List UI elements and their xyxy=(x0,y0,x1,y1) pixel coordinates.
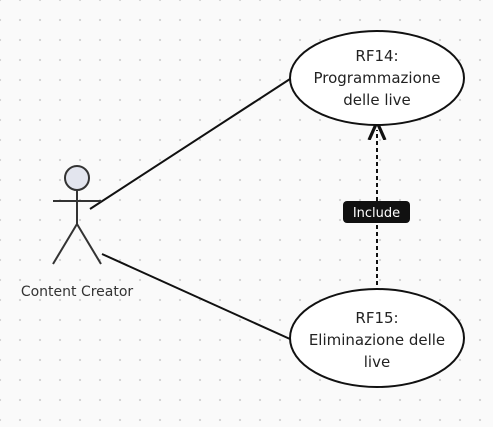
include-label: Include xyxy=(343,201,410,223)
use-case-rf14-id: RF14: xyxy=(355,47,398,65)
use-case-rf14-title-line2: delle live xyxy=(343,91,411,109)
use-case-rf14-ellipse[interactable] xyxy=(289,30,465,126)
actor-left-leg xyxy=(52,223,78,265)
use-case-rf15-title-line2: live xyxy=(364,353,390,371)
use-case-rf15-ellipse[interactable] xyxy=(289,288,465,388)
use-case-rf14[interactable]: RF14: Programmazione delle live xyxy=(289,30,465,126)
use-case-rf15[interactable]: RF15: Eliminazione delle live xyxy=(289,288,465,388)
actor-head xyxy=(64,165,90,191)
include-label-background xyxy=(343,201,410,223)
include-label-text: Include xyxy=(353,206,400,221)
use-case-rf15-id: RF15: xyxy=(355,309,398,327)
use-case-rf15-title-line1: Eliminazione delle xyxy=(309,331,445,349)
actor-content-creator[interactable]: Content Creator xyxy=(21,165,134,300)
actor-right-leg xyxy=(76,223,102,265)
association-line-rf15[interactable] xyxy=(101,253,291,340)
actor-name: Content Creator xyxy=(21,284,134,300)
association-line-rf14[interactable] xyxy=(89,78,291,210)
use-case-rf14-title-line1: Programmazione xyxy=(313,69,440,87)
